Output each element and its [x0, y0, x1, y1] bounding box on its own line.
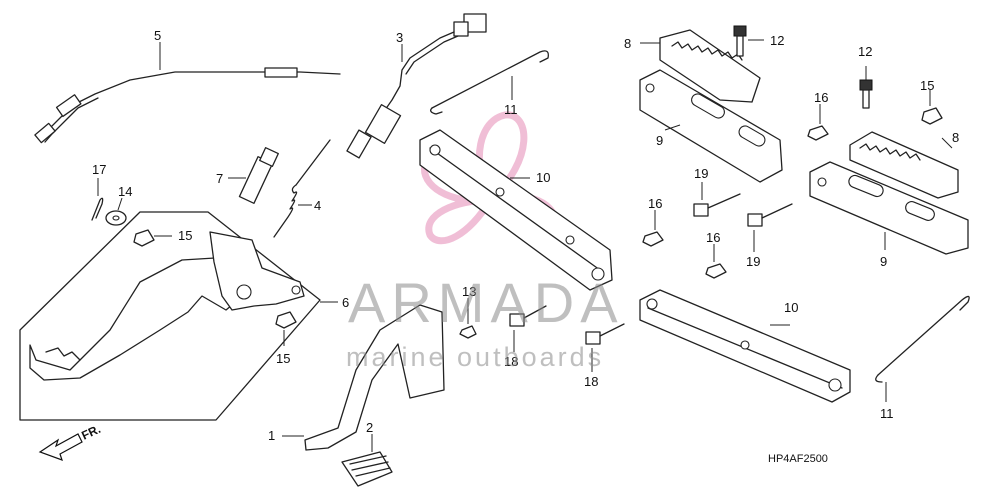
nut-part-16-b: [642, 210, 664, 247]
step-part-8-upper: [640, 29, 761, 103]
brake-arm-part-1: [282, 304, 445, 451]
callout-10-upper: 10: [536, 170, 550, 185]
callout-18-a: 18: [504, 354, 518, 369]
spring-part-4: [273, 139, 331, 238]
callout-16-a: 16: [814, 90, 828, 105]
front-label: FR.: [79, 422, 102, 443]
callout-15-lower: 15: [276, 351, 290, 366]
rod-part-11-upper: [430, 50, 549, 115]
callout-15-left: 15: [178, 228, 192, 243]
callout-19-lower: 19: [746, 254, 760, 269]
callout-15-upper: 15: [920, 78, 934, 93]
callout-4: 4: [314, 198, 321, 213]
callout-6: 6: [342, 295, 349, 310]
bolt-part-18-a: [509, 305, 547, 352]
bolt-part-12-lower: [859, 66, 873, 109]
throttle-cable-part-5: [34, 42, 341, 144]
callout-12-lower: 12: [858, 44, 872, 59]
pedal-assembly-part-6: [19, 211, 338, 421]
bolt-part-19-a: [693, 182, 741, 217]
step-bracket-part-9-lower: [809, 161, 969, 255]
callout-19-upper: 19: [694, 166, 708, 181]
callout-14: 14: [118, 184, 132, 199]
switch-cable-part-3: [346, 13, 487, 159]
callout-11-lower: 11: [880, 406, 894, 421]
watermark-tagline: marine outboards: [346, 342, 604, 372]
callout-8-lower: 8: [952, 130, 959, 145]
nut-part-16-c: [705, 244, 727, 279]
callout-7: 7: [216, 171, 223, 186]
callout-2: 2: [366, 420, 373, 435]
step-bracket-part-9-upper: [639, 69, 783, 183]
callout-1: 1: [268, 428, 275, 443]
callout-labels: 5 3 11 8 12 12 15 16 9 8 7 17 14 10 19 4…: [92, 28, 959, 443]
callout-9-lower: 9: [880, 254, 887, 269]
callout-9-upper: 9: [656, 133, 663, 148]
step-bar-part-10-upper: [419, 129, 613, 291]
front-direction-arrow: FR.: [38, 422, 103, 461]
nut-part-15-lower: [275, 311, 297, 346]
washer-part-14: [105, 197, 127, 226]
step-bar-part-10-lower: [639, 289, 851, 403]
pin-part-17: [91, 178, 104, 221]
callout-16-b: 16: [648, 196, 662, 211]
nut-part-16-a: [807, 104, 829, 141]
brake-pad-part-2: [341, 434, 393, 487]
nut-part-13: [459, 298, 477, 339]
callout-5: 5: [154, 28, 161, 43]
rod-part-11-lower: [875, 295, 970, 402]
callout-11-upper: 11: [504, 102, 518, 117]
bolt-part-18-b: [585, 323, 625, 372]
step-part-8-lower: [849, 131, 959, 199]
callout-13: 13: [462, 284, 476, 299]
nut-part-15-upper: [921, 90, 943, 125]
bolt-part-12-upper: [733, 25, 764, 57]
callout-12-upper: 12: [770, 33, 784, 48]
diagram-code: HP4AF2500: [768, 453, 828, 465]
bolt-part-19-b: [747, 203, 793, 252]
watermark-brand: ARMADA: [348, 271, 624, 334]
switch-part-7: [228, 147, 279, 204]
callout-3: 3: [396, 30, 403, 45]
callout-16-c: 16: [706, 230, 720, 245]
callout-10-lower: 10: [784, 300, 798, 315]
callout-8-upper: 8: [624, 36, 631, 51]
callout-17: 17: [92, 162, 106, 177]
callout-18-b: 18: [584, 374, 598, 389]
nut-part-15-left: [133, 229, 172, 247]
